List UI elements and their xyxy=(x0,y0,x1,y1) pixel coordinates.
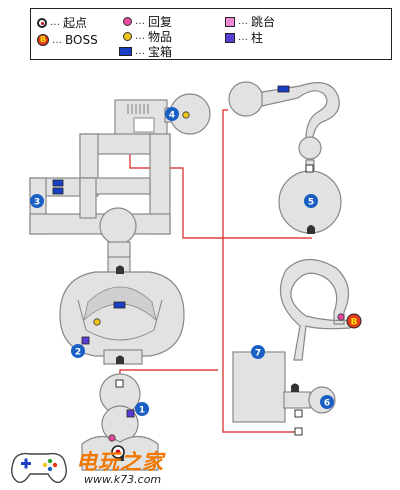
lower-right-structure xyxy=(232,351,336,423)
area-number: 1 xyxy=(139,406,145,416)
legend-boss: B … BOSS xyxy=(37,33,98,47)
legend-dots: … xyxy=(238,16,248,27)
upper-right-structure xyxy=(228,81,342,234)
chest-icon xyxy=(52,187,64,195)
legend-pillar: … 柱 xyxy=(225,29,263,46)
gamepad-logo-icon xyxy=(11,452,67,484)
pillar-icon xyxy=(126,409,135,418)
legend-start-label: 起点 xyxy=(63,16,88,30)
chest-icon xyxy=(113,301,126,309)
area-number: 5 xyxy=(308,198,314,208)
area-marker: 4 xyxy=(165,107,179,121)
chest-icon xyxy=(52,179,64,187)
boss-loop xyxy=(279,258,351,361)
jump-pads xyxy=(115,164,314,436)
area-marker: 2 xyxy=(71,344,85,358)
spiral-corridor xyxy=(279,258,351,361)
arena-inner-rim xyxy=(77,299,163,341)
legend-jump: … 跳台 xyxy=(225,13,275,30)
start-point-icon xyxy=(37,17,47,28)
tube-corridor xyxy=(261,82,340,149)
jump-pad-icon xyxy=(115,379,124,388)
area-marker: 3 xyxy=(30,194,44,208)
corridor-to-6 xyxy=(283,391,311,409)
stair-room-void xyxy=(133,117,155,133)
stairs-icon xyxy=(127,104,149,114)
legend-heal: … 回复 xyxy=(123,13,172,30)
pillar-icon xyxy=(225,32,235,43)
boss-marker-label: B xyxy=(351,318,358,328)
map-legend: … 起点 B … BOSS … 回复 … 物品 … 宝箱 … 跳台 … 柱 xyxy=(30,8,392,60)
area-number: 6 xyxy=(324,399,330,409)
heal-icon xyxy=(337,313,345,321)
door-icon xyxy=(116,265,124,274)
legend-dots: … xyxy=(135,46,145,57)
legend-item-label: 物品 xyxy=(148,30,173,44)
door-icon xyxy=(307,225,315,234)
area-number: 3 xyxy=(34,198,40,208)
legend-boss-label: BOSS xyxy=(65,33,98,47)
room-7 xyxy=(232,351,286,423)
start-point-icon xyxy=(111,445,125,459)
watermark-url: www.k73.com xyxy=(84,473,162,486)
jump-pad-icon xyxy=(294,409,303,418)
legend-dots: … xyxy=(52,34,62,46)
boss-icon: B xyxy=(37,34,49,46)
item-icon xyxy=(182,111,190,119)
area-number: 7 xyxy=(255,349,261,359)
route-top-to-6 xyxy=(222,109,298,433)
item-icon xyxy=(123,32,132,41)
heal-icon xyxy=(108,434,116,442)
watermark-title: 电玩之家 xyxy=(76,450,164,474)
hub-room xyxy=(99,207,137,245)
jump-pad-icon xyxy=(305,164,314,173)
chest-icon xyxy=(277,85,290,93)
area-marker: 1 xyxy=(135,402,149,416)
pillar-icon xyxy=(81,336,90,345)
legend-chest-label: 宝箱 xyxy=(148,45,173,59)
route-center-to-5 xyxy=(129,150,312,239)
small-round-node xyxy=(298,136,322,160)
upper-left-structure xyxy=(29,93,211,274)
legend-item: … 物品 xyxy=(123,28,172,45)
legend-chest: … 宝箱 xyxy=(119,43,172,60)
legend-dots: … xyxy=(135,16,145,27)
treasure-chest-icon xyxy=(119,47,132,56)
site-watermark: 电玩之家 www.k73.com xyxy=(4,440,214,490)
door-icon xyxy=(291,383,299,392)
central-arena xyxy=(59,271,185,365)
room-top-circle xyxy=(228,81,264,117)
legend-dots: … xyxy=(135,31,145,42)
jump-pad-icon xyxy=(225,16,235,27)
hub-neck xyxy=(107,241,131,259)
legend-jump-label: 跳台 xyxy=(251,15,276,29)
legend-start: … 起点 xyxy=(37,14,87,31)
item-icon xyxy=(93,318,101,326)
legend-dots: … xyxy=(50,17,60,28)
area-number: 2 xyxy=(75,348,81,358)
area-markers: 1 2 3 4 5 6 7 xyxy=(30,107,334,416)
legend-pillar-label: 柱 xyxy=(251,31,264,45)
area-number: 4 xyxy=(169,111,175,121)
boss-icon: B xyxy=(346,313,362,329)
door-icon xyxy=(116,355,124,364)
arena-outer xyxy=(59,271,185,357)
legend-heal-label: 回复 xyxy=(148,15,173,29)
area-marker: 6 xyxy=(320,395,334,409)
corridor-inner-vert xyxy=(79,177,97,219)
jump-pad-icon xyxy=(294,427,303,436)
heal-icon xyxy=(123,17,132,26)
legend-dots: … xyxy=(238,32,248,43)
area-marker: 7 xyxy=(251,345,265,359)
area-marker: 5 xyxy=(304,194,318,208)
